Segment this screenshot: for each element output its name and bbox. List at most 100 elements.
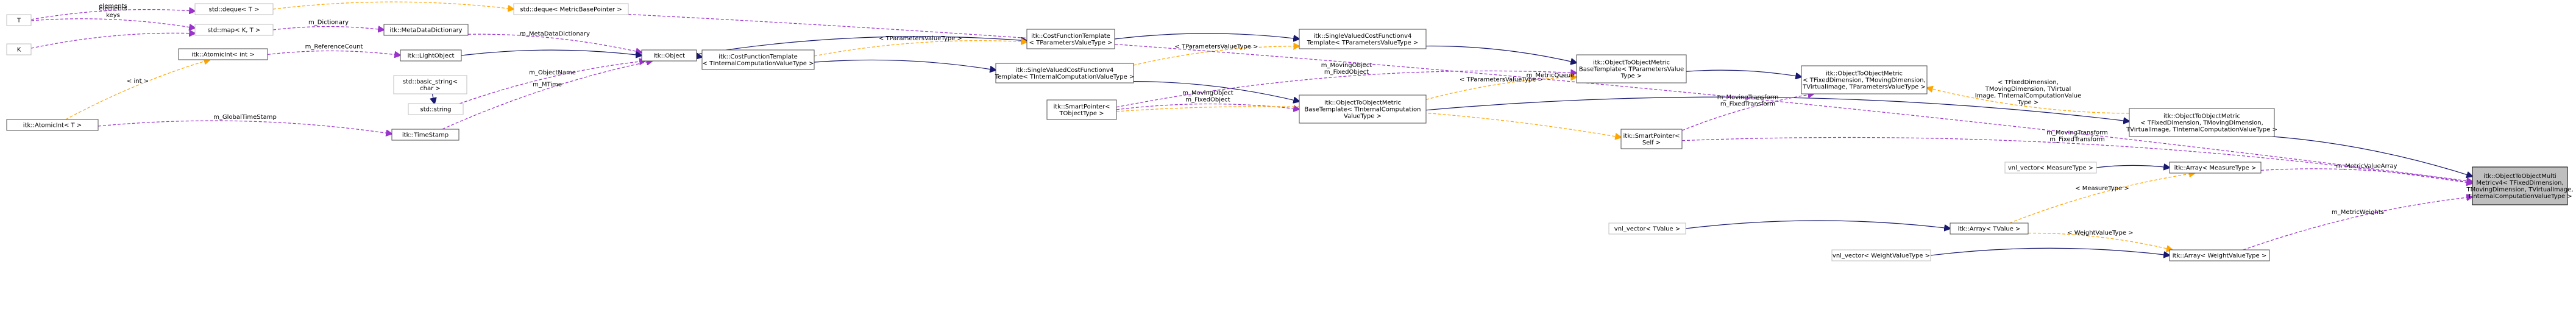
- edge-line: [2272, 136, 2472, 176]
- class-node-vnl_measure: vnl_vector< MeasureType >: [2004, 162, 2097, 174]
- edge-vnl_weight-to-array_weight: [1930, 247, 2170, 255]
- node-box: [1299, 29, 1427, 49]
- edge-deque_T-to-deque_metricbase: < MetricBasePointer >: [272, 0, 514, 9]
- node-box: [513, 3, 629, 15]
- node-box: [1950, 222, 2029, 235]
- class-node-costfn_tpl[interactable]: itk::CostFunctionTemplate< TInternalComp…: [701, 49, 815, 70]
- edge-label: m_MetaDataDictionary: [520, 31, 590, 38]
- node-label: K: [17, 47, 21, 54]
- class-node-array_tvalue[interactable]: itk::Array< TValue >: [1950, 222, 2029, 235]
- class-node-array_weight[interactable]: itk::Array< WeightValueType >: [2169, 249, 2270, 261]
- edge-line: [1114, 33, 1299, 39]
- node-box: [391, 129, 459, 141]
- edge-o2o_base_int-to-o2o_metric_int: [1425, 96, 2129, 121]
- class-node-object[interactable]: itk::Object: [641, 49, 697, 62]
- class-node-o2o_metric_int[interactable]: itk::ObjectToObjectMetric< TFixedDimensi…: [2126, 108, 2277, 137]
- class-node-lightobject[interactable]: itk::LightObject: [400, 49, 462, 62]
- edge-line: [1116, 71, 1577, 108]
- class-node-metadict[interactable]: itk::MetaDataDictionary: [383, 24, 469, 36]
- edge-line: [272, 1, 514, 9]
- edge-line: [1425, 45, 1577, 63]
- edge-label: m_GlobalTimeStamp: [213, 114, 277, 121]
- edge-array_measure-to-main: m_MetricValueArray: [2260, 163, 2472, 183]
- edge-basic_string-to-string: [432, 93, 435, 104]
- node-label: itk::AtomicInt< T >: [23, 123, 82, 129]
- node-label: TObjectType >: [1059, 110, 1104, 117]
- node-box: [2129, 108, 2275, 137]
- edge-line: [461, 49, 642, 55]
- node-label: Template< TParametersValueType >: [1307, 40, 1419, 46]
- node-label: itk::SmartPointer<: [1054, 104, 1110, 110]
- edge-line: [442, 61, 653, 130]
- edge-label: Image, TInternalComputationValue: [1975, 93, 2082, 99]
- class-node-svcf4_params[interactable]: itk::SingleValuedCostFunctionv4Template<…: [1299, 29, 1427, 49]
- class-node-atomicint_int[interactable]: itk::AtomicInt< int >: [178, 48, 268, 60]
- edge-label: < TParametersValueType >: [1460, 77, 1543, 83]
- edge-label: m_FixedObject: [1324, 69, 1369, 76]
- node-box: [408, 103, 464, 115]
- node-label: itk::TimeStamp: [402, 132, 449, 139]
- edge-line: [65, 60, 210, 120]
- node-label: std::map< K, T >: [208, 27, 261, 34]
- edge-atomicint_T-to-atomicint_int: < int >: [65, 60, 210, 120]
- node-box: [1620, 129, 1683, 149]
- edge-line: [459, 61, 645, 104]
- node-label: std::deque< T >: [209, 7, 260, 13]
- node-label: TInternalComputationValueType >: [2467, 193, 2572, 200]
- edge-line: [272, 27, 384, 30]
- edge-label: m_ReferenceCount: [305, 44, 363, 51]
- node-box: [194, 3, 274, 15]
- class-node-atomicint_T[interactable]: itk::AtomicInt< T >: [6, 119, 99, 131]
- class-node-smartptr_obj[interactable]: itk::SmartPointer<TObjectType >: [1046, 99, 1117, 120]
- edge-line: [1681, 94, 1814, 131]
- edge-line: [2028, 232, 2173, 250]
- node-label: itk::ObjectToObjectMetric: [2163, 113, 2240, 120]
- edge-label: < int >: [127, 78, 149, 85]
- edge-svcf4_tpl-to-svcf4_params: < TParametersValueType >: [1133, 43, 1299, 66]
- edge-label: m_MovingObject: [1321, 62, 1372, 69]
- node-box: [995, 63, 1134, 83]
- node-label: itk::SingleValuedCostFunctionv4: [1016, 67, 1114, 74]
- node-box: [2472, 166, 2568, 205]
- node-label: itk::ObjectToObjectMetric: [1593, 60, 1670, 66]
- node-box: [194, 24, 274, 36]
- node-label: itk::AtomicInt< int >: [191, 52, 254, 59]
- edge-label: m_FixedTransform: [2049, 137, 2104, 143]
- edge-label: keys: [106, 12, 120, 19]
- class-node-vnl_weight: vnl_vector< WeightValueType >: [1831, 249, 1931, 261]
- node-label: itk::CostFunctionTemplate: [1031, 33, 1110, 40]
- edge-line: [30, 10, 195, 20]
- class-node-deque_metricbase: std::deque< MetricBasePointer >: [513, 3, 629, 15]
- node-label: itk::Array< MeasureType >: [2174, 165, 2257, 172]
- edge-o2o_base_int-to-o2o_base_params: < TParametersValueType >: [1425, 77, 1577, 101]
- edge-line: [2009, 173, 2195, 224]
- class-node-K: K: [6, 43, 32, 55]
- edge-line: [98, 120, 392, 133]
- edge-label: < TParametersValueType >: [1175, 43, 1258, 50]
- node-label: Type >: [1620, 73, 1642, 80]
- class-node-costfn_tpl_params[interactable]: itk::CostFunctionTemplate< TParametersVa…: [1026, 29, 1115, 49]
- class-node-map_KT: std::map< K, T >: [194, 24, 274, 36]
- class-node-o2o_metric_params[interactable]: itk::ObjectToObjectMetric< TFixedDimensi…: [1801, 65, 1928, 94]
- class-node-T: T: [6, 14, 32, 26]
- edge-line: [2260, 168, 2472, 183]
- class-node-timestamp[interactable]: itk::TimeStamp: [391, 129, 459, 141]
- node-box: [1576, 54, 1687, 83]
- node-box: [383, 24, 469, 36]
- class-node-svcf4_tpl[interactable]: itk::SingleValuedCostFunctionv4Template<…: [995, 63, 1135, 83]
- node-box: [701, 49, 815, 70]
- node-label: std::basic_string<: [403, 79, 458, 85]
- edge-svcf4_tpl-to-o2o_base_int: [1133, 81, 1299, 102]
- edge-line: [467, 34, 642, 52]
- node-label: std::deque< MetricBasePointer >: [520, 7, 622, 13]
- class-node-array_measure[interactable]: itk::Array< MeasureType >: [2169, 162, 2262, 174]
- class-node-smartptr_self[interactable]: itk::SmartPointer<Self >: [1620, 129, 1683, 149]
- edge-label: m_Dictionary: [308, 20, 349, 26]
